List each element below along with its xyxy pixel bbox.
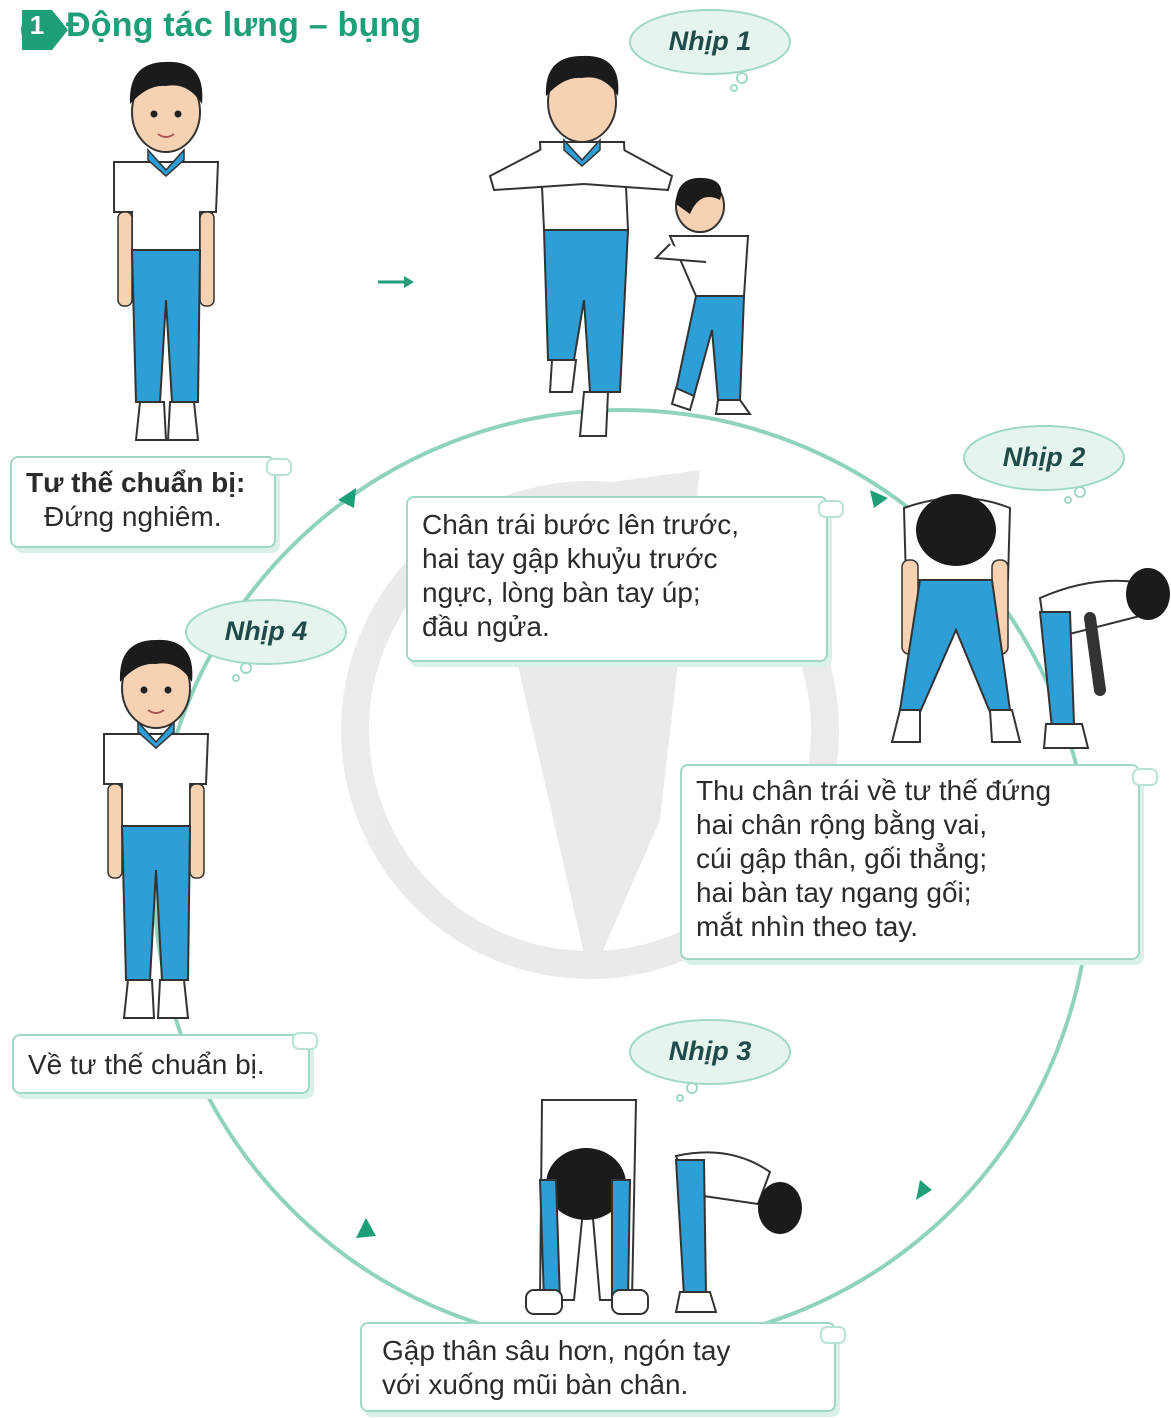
- ring-arrow-bottom-left: [356, 1218, 376, 1238]
- step1-line-4: đầu ngửa.: [422, 610, 812, 644]
- beat2-label: Nhịp 2: [974, 442, 1114, 473]
- step2-line-4: hai bàn tay ngang gối;: [696, 876, 1124, 910]
- section-number: 1: [22, 10, 52, 41]
- step1-box: Chân trái bước lên trước, hai tay gập kh…: [406, 496, 828, 662]
- beat1-label: Nhịp 1: [640, 26, 780, 57]
- step2-line-1: Thu chân trái về tư thế đứng: [696, 774, 1124, 808]
- beat3-label: Nhịp 3: [640, 1036, 780, 1067]
- step1-line-1: Chân trái bước lên trước,: [422, 508, 812, 542]
- step2-line-2: hai chân rộng bằng vai,: [696, 808, 1124, 842]
- step3-line-1: Gập thân sâu hơn, ngón tay: [382, 1334, 820, 1368]
- section-title: Động tác lưng – bụng: [66, 6, 421, 45]
- step2-box: Thu chân trái về tư thế đứng hai chân rộ…: [680, 764, 1140, 960]
- step2-line-5: mắt nhìn theo tay.: [696, 910, 1124, 944]
- beat4-label: Nhịp 4: [196, 616, 336, 647]
- prep-box: Tư thế chuẩn bị: Đứng nghiêm.: [10, 456, 276, 548]
- figure-beat3-front: [526, 1100, 648, 1314]
- prep-box-clip: [266, 458, 292, 476]
- figure-beat2-side: [1040, 568, 1170, 748]
- step4-box: Về tư thế chuẩn bị.: [12, 1034, 310, 1094]
- step3-box-clip: [820, 1326, 846, 1344]
- figure-standing-prep: [114, 62, 218, 440]
- prep-heading: Tư thế chuẩn bị:: [26, 466, 260, 500]
- ring-arrow-right: [916, 1180, 932, 1200]
- step1-box-clip: [818, 500, 844, 518]
- step2-line-3: cúi gập thân, gối thẳng;: [696, 842, 1124, 876]
- figure-beat3-side: [676, 1152, 802, 1312]
- prep-text: Đứng nghiêm.: [26, 500, 260, 534]
- step2-box-clip: [1132, 768, 1158, 786]
- figure-beat2-front: [892, 494, 1020, 742]
- step1-line-2: hai tay gập khuỷu trước: [422, 542, 812, 576]
- right-arrow-icon: [378, 276, 414, 288]
- step3-line-2: với xuống mũi bàn chân.: [382, 1368, 820, 1402]
- step4-text: Về tư thế chuẩn bị.: [28, 1048, 294, 1082]
- step1-line-3: ngực, lòng bàn tay úp;: [422, 576, 812, 610]
- step4-box-clip: [292, 1032, 318, 1050]
- step3-box: Gập thân sâu hơn, ngón tay với xuống mũi…: [360, 1322, 836, 1412]
- figure-beat1-side: [656, 178, 750, 414]
- figure-beat1-front: [490, 56, 672, 436]
